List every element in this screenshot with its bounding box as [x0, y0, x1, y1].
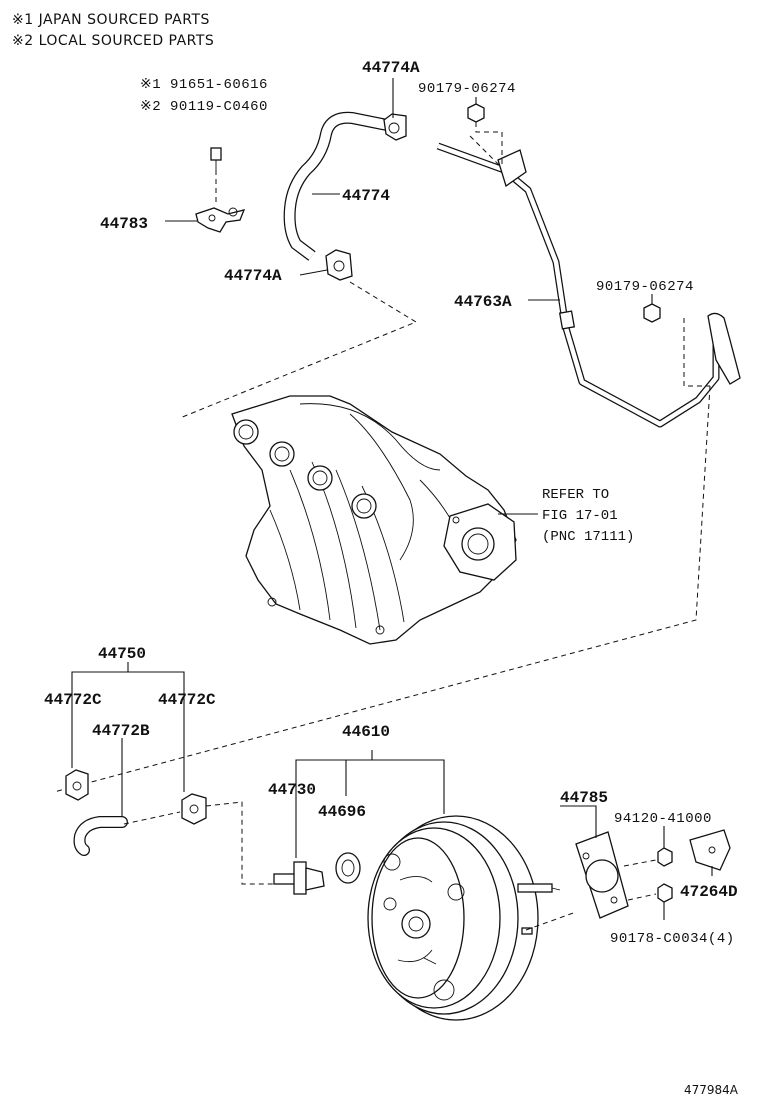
label-44772c-left: 44772C	[44, 691, 102, 709]
intake-manifold-illustration	[231, 395, 517, 645]
reference-line3: (PNC 17111)	[542, 529, 634, 545]
clamp-top-illustration	[383, 113, 407, 141]
dash-nut-right	[683, 318, 710, 387]
label-44696: 44696	[318, 803, 366, 821]
gasket-illustration	[575, 831, 629, 919]
label-44785: 44785	[560, 789, 608, 807]
dash-pipe-clamp	[469, 135, 501, 167]
dash-stud	[623, 859, 657, 867]
dash-hose-to-manifold	[179, 281, 418, 419]
dash-small-hose	[123, 811, 181, 825]
note-mark: ※2	[12, 33, 34, 49]
bracket-44610	[295, 759, 445, 858]
label-44772b: 44772B	[92, 722, 150, 740]
leader-44785	[560, 805, 597, 838]
bracket-44783-illustration	[195, 207, 246, 233]
label-44774a-lower: 44774A	[224, 267, 282, 285]
note-text: JAPAN SOURCED PARTS	[38, 12, 210, 28]
bolt-illustration	[210, 147, 222, 205]
grommet-illustration	[335, 852, 361, 884]
label-44610: 44610	[342, 723, 390, 741]
clamp-lower-illustration	[325, 249, 353, 281]
note-text: LOCAL SOURCED PARTS	[38, 33, 215, 49]
label-stud-bolt: 94120-41000	[614, 811, 712, 827]
label-44763a: 44763A	[454, 293, 512, 311]
reference-line1: REFER TO	[542, 487, 609, 503]
label-44750: 44750	[98, 645, 146, 663]
clip-left-illustration	[65, 769, 89, 801]
label-47264d: 47264D	[680, 883, 738, 901]
note-local-sourced: ※2 LOCAL SOURCED PARTS	[12, 33, 214, 49]
label-44730: 44730	[268, 781, 316, 799]
label-nut-top: 90179-06274	[418, 81, 516, 97]
dash-pipe-to-hose	[53, 385, 711, 793]
dash-to-check-valve	[205, 801, 274, 885]
leader-44774a-lower	[299, 269, 328, 276]
nut-booster-illustration	[657, 883, 673, 903]
pipe-44763a-illustration	[436, 142, 741, 428]
label-44774a-top: 44774A	[362, 59, 420, 77]
label-bolt-jp: ※1 91651-60616	[140, 77, 268, 93]
diagram-code: 477984A	[684, 1083, 739, 1097]
hose-44772b-illustration	[73, 816, 128, 856]
brake-booster-illustration	[367, 815, 553, 1021]
nut-right-illustration	[643, 303, 661, 323]
label-44772c-right: 44772C	[158, 691, 216, 709]
label-nut-right: 90179-06274	[596, 279, 694, 295]
stud-bolt-illustration	[657, 847, 673, 867]
dash-nut-top	[475, 122, 503, 164]
label-bolt-local: ※2 90119-C0460	[140, 99, 268, 115]
check-valve-illustration	[273, 861, 325, 895]
dash-nut	[627, 893, 657, 901]
label-44783: 44783	[100, 215, 148, 233]
label-nut-booster: 90178-C0034(4)	[610, 931, 735, 947]
clip-right-illustration	[181, 793, 207, 825]
note-mark: ※1	[12, 12, 34, 28]
clevis-illustration	[689, 829, 731, 871]
hose-44774-illustration	[283, 111, 394, 261]
reference-line2: FIG 17-01	[542, 508, 618, 524]
label-44774: 44774	[342, 187, 390, 205]
nut-top-illustration	[467, 103, 485, 123]
note-japan-sourced: ※1 JAPAN SOURCED PARTS	[12, 12, 210, 28]
